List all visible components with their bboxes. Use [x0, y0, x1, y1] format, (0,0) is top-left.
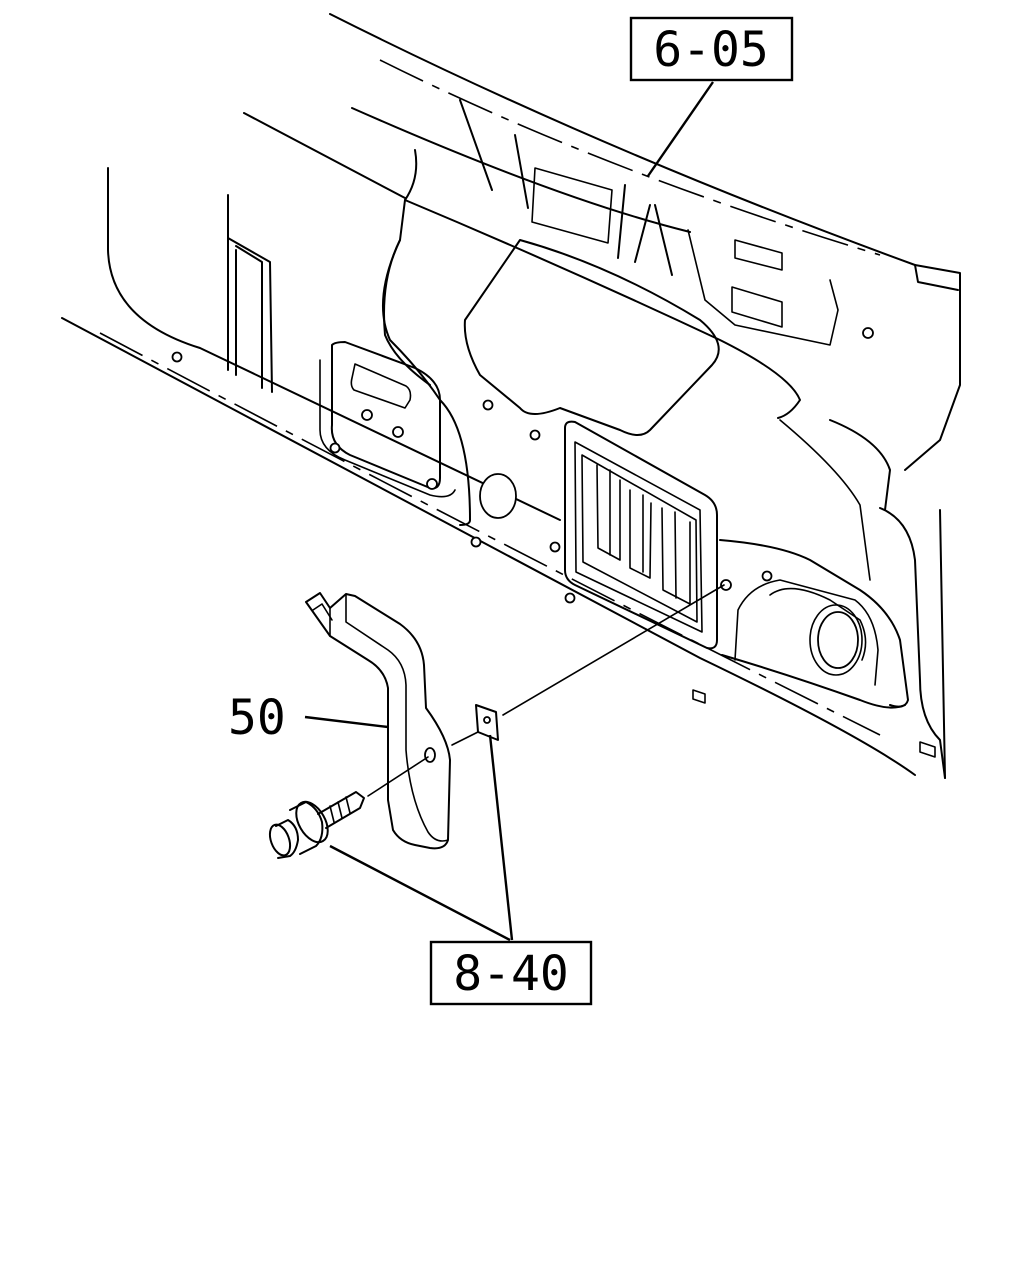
ref-box-6-05 [629, 16, 794, 82]
ref-label-6-05: 6-05 [653, 22, 769, 78]
clip-nut [475, 704, 499, 741]
leader-line-8-40-bolt [329, 844, 511, 942]
leader-line-8-40-clip [488, 734, 514, 941]
callout-50: 50 [228, 690, 389, 746]
bracket-part [305, 592, 451, 850]
bolt [268, 791, 365, 859]
leader-line-50 [304, 715, 389, 729]
callout-8-40: 8-40 [329, 734, 593, 1006]
part-number-label: 50 [228, 690, 286, 746]
dash-panel [61, 13, 961, 779]
leader-line-6-05 [647, 81, 714, 177]
ref-box-8-40 [429, 940, 593, 1006]
assembly-lines [367, 584, 725, 797]
callout-6-05: 6-05 [629, 16, 794, 177]
ref-label-8-40: 8-40 [453, 946, 569, 1002]
